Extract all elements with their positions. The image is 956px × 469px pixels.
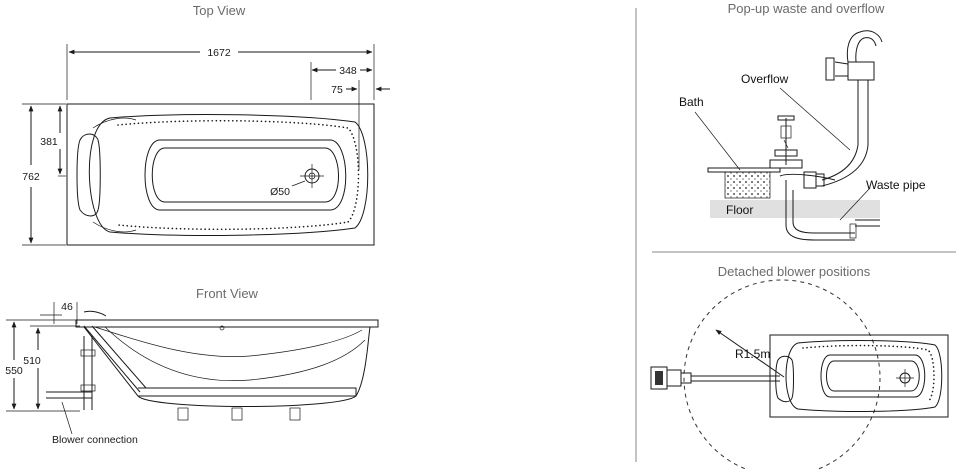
dim-762: 762 <box>22 171 40 183</box>
length-dimension: 1672 <box>207 47 231 59</box>
blower-title: Detached blower positions <box>718 264 871 279</box>
dim-550: 550 <box>5 365 23 377</box>
bath-label: Bath <box>679 95 704 109</box>
overflow-label: Overflow <box>741 72 789 86</box>
blower-radius-circle <box>683 279 881 469</box>
dim-75: 75 <box>331 84 343 96</box>
radius-line <box>715 329 785 378</box>
waste-overflow-diagram: Pop-up waste and overflow Floor Bath Was… <box>679 1 926 241</box>
front-view-title: Front View <box>196 286 259 301</box>
floor-slab <box>710 200 880 218</box>
blower-positions-diagram: Detached blower positions R1.5m <box>650 264 949 469</box>
headrest-top <box>76 133 101 217</box>
radius-label: R1.5m <box>735 347 770 361</box>
foot-1 <box>177 407 189 421</box>
dim-381: 381 <box>40 136 58 148</box>
waste-title: Pop-up waste and overflow <box>728 1 885 16</box>
dim-46: 46 <box>61 301 73 313</box>
top-view: Top View 1672 348 75 762 381 <box>22 3 390 246</box>
dim-348: 348 <box>339 65 357 77</box>
foot-3 <box>289 407 301 421</box>
bath-base <box>724 171 771 199</box>
foot-2 <box>231 407 243 421</box>
floor-label: Floor <box>726 203 753 217</box>
small-bath-outline <box>769 334 949 418</box>
blower-connection-label: Blower connection <box>52 434 138 446</box>
bath-rim-front <box>75 319 379 328</box>
blower-unit-detail <box>655 371 663 385</box>
bath-outline-top <box>66 103 375 246</box>
top-view-title: Top View <box>193 3 246 18</box>
waste-pipe-label: Waste pipe <box>866 178 926 192</box>
overflow-fitting <box>847 61 875 81</box>
front-view: Front View 46 550 510 <box>5 286 379 446</box>
dim-510: 510 <box>23 355 41 367</box>
waste-diameter: Ø50 <box>270 186 290 198</box>
